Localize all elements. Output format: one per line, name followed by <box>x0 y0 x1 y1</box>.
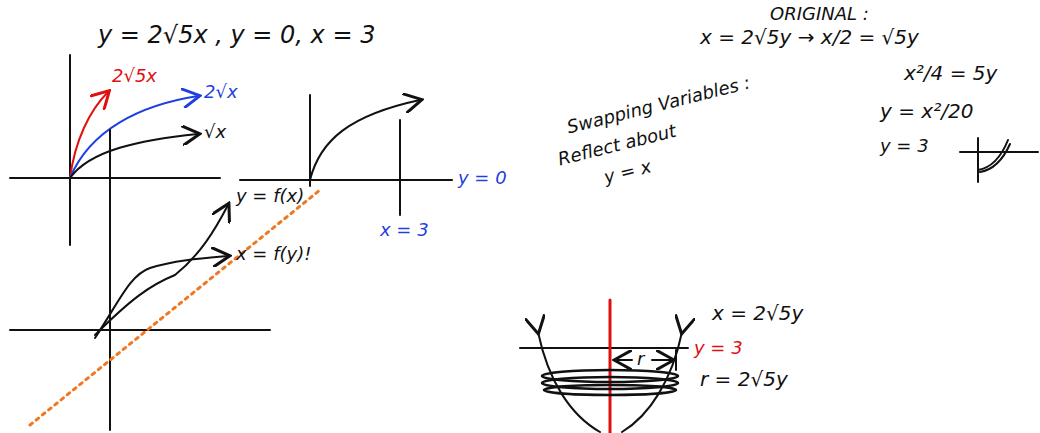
axis-label: y = 0 <box>458 168 507 188</box>
curve-label: 2√x <box>204 82 238 102</box>
curve-label: x = 2√5y <box>712 302 803 324</box>
equation-step: x²/4 = 5y <box>904 62 997 84</box>
problem-statement: y = 2√5x , y = 0, x = 3 <box>98 22 375 48</box>
radius-formula: r = 2√5y <box>700 368 788 390</box>
boundary-label: y = 3 <box>880 136 929 156</box>
curve-label: 2√5x <box>112 66 157 86</box>
radius-label: r <box>637 349 644 369</box>
curve-label: y = f(x) <box>236 186 304 206</box>
curve-label: √x <box>204 122 226 142</box>
equation-step: x = 2√5y → x/2 = √5y <box>700 26 919 48</box>
note-text: y = x <box>602 156 653 187</box>
boundary-label: y = 3 <box>694 338 743 358</box>
boundary-label: x = 3 <box>380 220 429 240</box>
curve-label: x = f(y)! <box>236 244 311 264</box>
equation-step: y = x²/20 <box>880 100 973 122</box>
heading-note: ORIGINAL : <box>770 4 869 24</box>
